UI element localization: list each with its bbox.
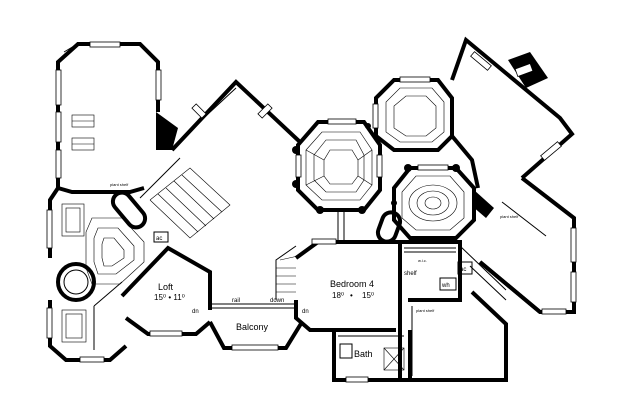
dn-right-label: dn xyxy=(302,309,309,315)
column-octagon-1 xyxy=(292,146,300,154)
ac-right-label: ac xyxy=(460,267,466,273)
far-right-wing: plant shelf xyxy=(478,176,577,315)
balcony-name: Balcony xyxy=(236,322,269,332)
dn-left-label: dn xyxy=(192,309,199,315)
bedroom4-dim-sep: • xyxy=(350,291,353,300)
round-stair xyxy=(56,262,96,302)
loft-dims: 15⁰ • 11⁰ xyxy=(154,293,185,302)
left-wing: ac xyxy=(46,186,169,363)
plant-shelf-lower-label: plant shelf xyxy=(416,308,435,313)
central-open-void xyxy=(139,79,302,239)
plant-shelf-right-label: plant shelf xyxy=(500,214,519,219)
bedroom4-dim-w: 18⁰ xyxy=(332,291,344,300)
column-solid-upper-left xyxy=(156,112,178,150)
column-lower-oct-2 xyxy=(452,164,460,172)
lower-right-area: plant shelf xyxy=(398,300,508,382)
stair-down xyxy=(275,245,299,300)
column-octagon-5 xyxy=(365,123,371,129)
column-octagon-2 xyxy=(292,180,300,188)
wh-label: wh xyxy=(441,283,450,289)
closet-area: w.i.c. shelf wh ac xyxy=(400,240,542,348)
down-label: down xyxy=(270,298,284,304)
bath-room: Bath xyxy=(332,330,412,383)
balcony-area: rail down Balcony dn xyxy=(208,245,309,351)
bedroom4-room: Bedroom 4 18⁰ • 15⁰ xyxy=(294,210,403,332)
shelf-label: shelf xyxy=(404,271,417,277)
bath-name: Bath xyxy=(354,349,373,359)
ac-left-label: ac xyxy=(156,236,162,242)
column-lower-oct-3 xyxy=(391,200,397,206)
bedroom4-dim-h: 15⁰ xyxy=(362,291,374,300)
upper-right-octagon xyxy=(372,76,454,152)
plant-shelf-top-label: plant shelf xyxy=(110,182,129,187)
column-solid-right xyxy=(472,190,494,218)
bedroom4-name: Bedroom 4 xyxy=(330,279,374,289)
rail-label: rail xyxy=(232,298,240,304)
column-octagon-4 xyxy=(358,206,366,214)
lower-right-octagon xyxy=(391,164,494,240)
central-octagon xyxy=(292,118,383,240)
loft-room: Loft 15⁰ • 11⁰ dn xyxy=(120,245,212,337)
column-lower-oct-1 xyxy=(404,164,412,172)
right-wing xyxy=(450,36,575,189)
upper-left-bay: plant shelf xyxy=(55,41,178,194)
loft-name: Loft xyxy=(158,282,174,292)
wic-label: w.i.c. xyxy=(418,258,427,263)
column-octagon-3 xyxy=(316,206,324,214)
stair-left xyxy=(149,167,231,239)
